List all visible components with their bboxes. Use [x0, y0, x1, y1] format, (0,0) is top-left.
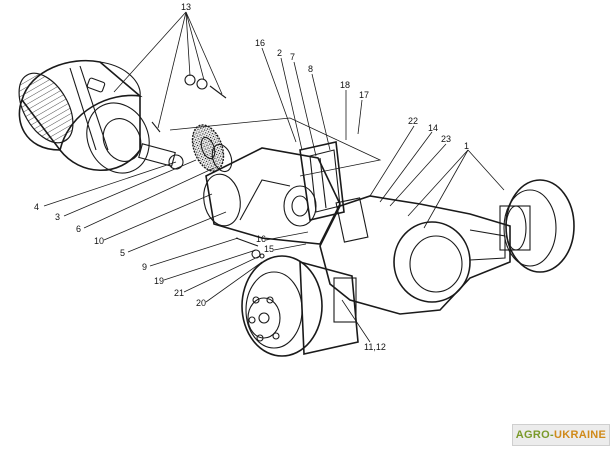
callout-4: 4	[34, 202, 39, 212]
callout-14: 14	[428, 123, 438, 133]
watermark-part-agro: AGRO-	[515, 429, 554, 441]
right-wheel-hub	[499, 179, 575, 273]
callout-16-lower: 16	[256, 234, 266, 244]
callout-3: 3	[55, 212, 60, 222]
callout-15: 15	[264, 244, 274, 254]
callout-1: 1	[464, 141, 469, 151]
callout-5: 5	[120, 248, 125, 258]
watermark-part-ukraine: UKRAINE	[553, 429, 607, 441]
axle-housing	[319, 195, 511, 315]
callout-9: 9	[142, 262, 147, 272]
leader-lines	[43, 11, 505, 343]
watermark-logo: AGRO- UKRAINE	[512, 424, 610, 446]
callout-10: 10	[94, 236, 104, 246]
callout-17: 17	[359, 90, 369, 100]
callout-22: 22	[408, 116, 418, 126]
callout-18: 18	[340, 80, 350, 90]
bolts-13	[151, 74, 227, 133]
callout-7: 7	[290, 52, 295, 62]
gear-wheel	[191, 124, 233, 173]
electric-motor	[18, 59, 150, 174]
callout-8: 8	[308, 64, 313, 74]
gearbox-housing	[203, 147, 341, 245]
assembly-centerline	[169, 117, 382, 177]
callout-2: 2	[277, 48, 282, 58]
callout-13: 13	[181, 2, 191, 12]
callout-6: 6	[76, 224, 81, 234]
motor-pinion	[138, 143, 184, 170]
callout-19: 19	[154, 276, 164, 286]
callout-20: 20	[196, 298, 206, 308]
left-wheel-hub	[241, 255, 359, 357]
callout-16-top: 16	[255, 38, 265, 48]
callout-11-12: 11,12	[364, 342, 386, 352]
callout-labels: 13 16 2 7 8 18 17 22 14 23 1 4 3 6 10 5 …	[34, 2, 469, 352]
callout-21: 21	[174, 288, 184, 298]
callout-23: 23	[441, 134, 451, 144]
